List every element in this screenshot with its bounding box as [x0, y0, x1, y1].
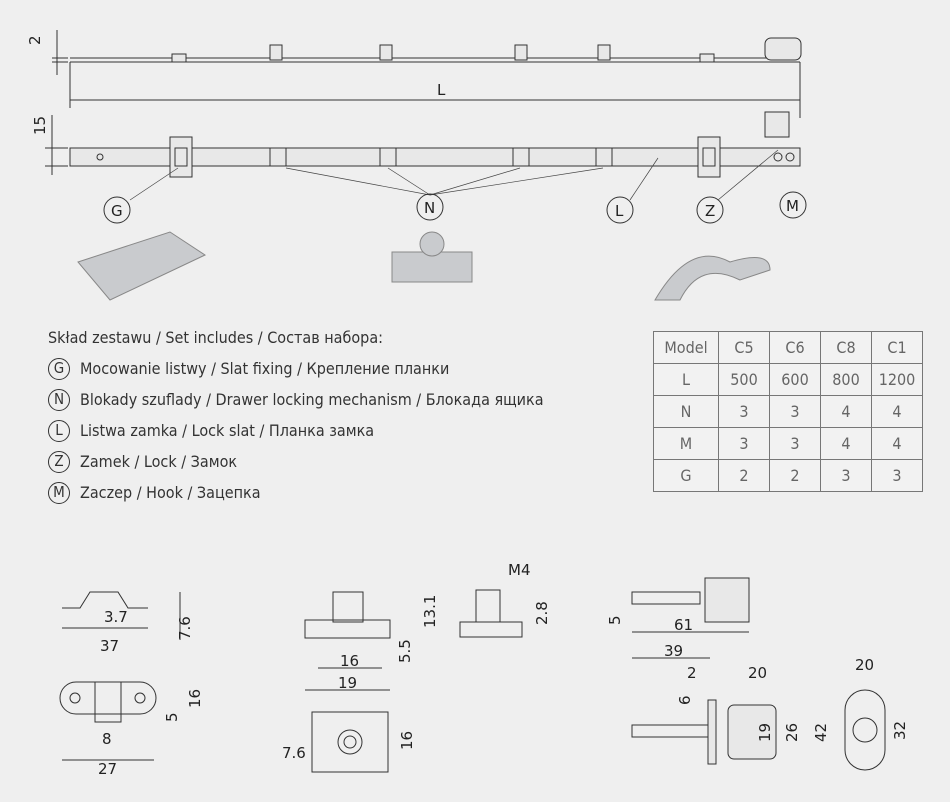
callout-n: N: [424, 199, 435, 217]
dim: 16: [186, 689, 204, 708]
cell: M: [653, 427, 719, 460]
legend-key: Z: [48, 450, 70, 473]
dim: 7.6: [176, 616, 194, 640]
cell: 2: [769, 459, 821, 492]
cell: 600: [769, 363, 821, 396]
cell: 800: [820, 363, 872, 396]
cell: 3: [718, 427, 770, 460]
dim: 2: [687, 664, 697, 682]
callout-l: L: [615, 202, 624, 220]
dim: 13.1: [421, 595, 439, 628]
dim: 8: [102, 730, 112, 748]
locking-mechanism-photo: [391, 251, 473, 283]
cell: 3: [820, 459, 872, 492]
legend-item: N Blokady szuflady / Drawer locking mecha…: [48, 384, 544, 415]
dim: 2.8: [533, 601, 551, 625]
legend-item: M Zaczep / Hook / Зацепка: [48, 477, 544, 508]
cell: 3: [718, 395, 770, 428]
hook-drawing: 3.7 37 7.6 16 5 8 27: [59, 591, 204, 778]
header-cell: C5: [718, 331, 770, 364]
header-cell: Model: [653, 331, 719, 364]
block-drawing: 13.1 5.5 16 19 16 7.6 M4 2.8: [282, 561, 551, 773]
legend-text: Zaczep / Hook / Зацепка: [80, 483, 261, 502]
legend-title: Skład zestawu / Set includes / Состав на…: [48, 328, 383, 347]
header-cell: C8: [820, 331, 872, 364]
dim: 32: [891, 721, 909, 740]
dim: M4: [508, 561, 531, 579]
dim: 5: [606, 615, 624, 625]
callouts: G N L Z M: [103, 191, 807, 224]
dim: 7.6: [282, 744, 306, 762]
dim: 3.7: [104, 608, 128, 626]
callout-z: Z: [705, 202, 715, 220]
dim: 42: [812, 723, 830, 742]
cell: 4: [871, 395, 923, 428]
part-photos: [77, 231, 771, 301]
legend-text: Zamek / Lock / Замок: [80, 452, 238, 471]
dim: 16: [398, 731, 416, 750]
lock-drawing: 5 61 39 2 20 6 19 26 42 20 32: [606, 577, 909, 771]
legend-key: M: [48, 481, 70, 504]
top-front-view: 15 G N L Z M: [31, 111, 807, 224]
dim-length: L: [437, 81, 446, 99]
dim: 27: [98, 760, 117, 778]
cell: 4: [871, 427, 923, 460]
dim: 6: [676, 695, 694, 705]
callout-g: G: [111, 202, 123, 220]
cell: N: [653, 395, 719, 428]
cell: 3: [769, 395, 821, 428]
cell: 3: [769, 427, 821, 460]
header-cell: C1: [871, 331, 923, 364]
legend-item: L Listwa zamka / Lock slat / Планка замка: [48, 415, 544, 446]
dim: 19: [756, 723, 774, 742]
cell: 3: [871, 459, 923, 492]
dim: 5.5: [396, 639, 414, 663]
legend-text: Mocowanie listwy / Slat fixing / Креплен…: [80, 359, 450, 378]
cell: 500: [718, 363, 770, 396]
cell: 4: [820, 395, 872, 428]
cell: 2: [718, 459, 770, 492]
cell: 1200: [871, 363, 923, 396]
cell: L: [653, 363, 719, 396]
legend-item: Z Zamek / Lock / Замок: [48, 446, 544, 477]
legend-key: G: [48, 357, 70, 380]
dim-height: 15: [31, 116, 49, 135]
legend-key: L: [48, 419, 70, 442]
header-cell: C6: [769, 331, 821, 364]
callout-m: M: [786, 197, 799, 215]
dim: 26: [783, 723, 801, 742]
dim-thickness: 2: [26, 35, 44, 45]
legend-text: Listwa zamka / Lock slat / Планка замка: [80, 421, 375, 440]
top-side-view: 2 L: [26, 30, 802, 118]
hook-photo: [654, 255, 771, 301]
legend-item: G Mocowanie listwy / Slat fixing / Крепле…: [48, 353, 544, 384]
cell: G: [653, 459, 719, 492]
set-includes-legend: Skład zestawu / Set includes / Состав на…: [48, 322, 544, 508]
legend-text: Blokady szuflady / Drawer locking mechan…: [80, 390, 544, 409]
dim: 16: [340, 652, 359, 670]
dim: 20: [855, 656, 874, 674]
dim: 39: [664, 642, 683, 660]
cell: 4: [820, 427, 872, 460]
dim: 20: [748, 664, 767, 682]
dim: 19: [338, 674, 357, 692]
legend-key: N: [48, 388, 70, 411]
dim: 37: [100, 637, 119, 655]
slat-fixing-photo: [77, 231, 207, 301]
dim: 61: [674, 616, 693, 634]
dim: 5: [163, 712, 181, 722]
